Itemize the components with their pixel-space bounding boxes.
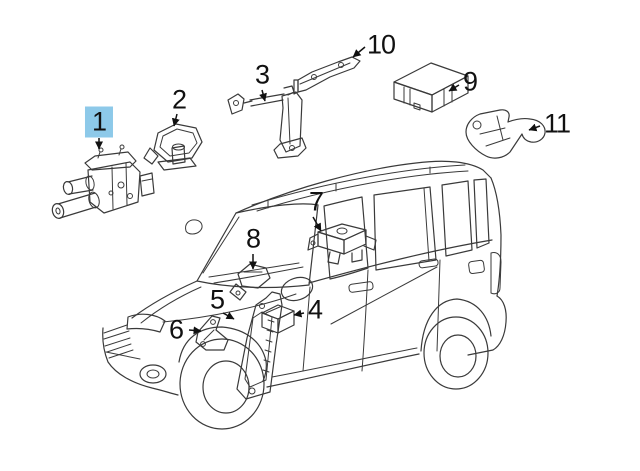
d-pillar-window: [473, 178, 490, 249]
vehicle-line-drawing: [102, 160, 507, 430]
rocker-bottom: [266, 353, 420, 388]
front-wheel-arch: [178, 326, 267, 382]
part-drawing-8-sensor[interactable]: [229, 263, 271, 301]
front-wheel-tire: [179, 338, 265, 430]
headlight: [126, 313, 166, 333]
part-drawing-10-brace[interactable]: [293, 56, 361, 95]
quarter-window: [441, 180, 473, 257]
callout-arrows: [95, 46, 541, 335]
part-drawing-11-protector[interactable]: [465, 109, 546, 159]
rear-bumper: [467, 295, 507, 356]
callout-label-5[interactable]: 5: [209, 284, 225, 315]
front-door-handle: [348, 281, 374, 293]
callout-label-2[interactable]: 2: [171, 84, 187, 115]
fuel-door: [468, 259, 485, 275]
callout-arrow-11: [528, 123, 541, 132]
callout-label-11[interactable]: 11: [543, 108, 571, 139]
part-drawing-3-bracket[interactable]: [227, 85, 307, 159]
hood-edge: [131, 280, 198, 319]
side-mirror: [280, 276, 314, 302]
part-drawing-2-bracket[interactable]: [143, 123, 203, 171]
rear-wheel-rim: [439, 334, 477, 378]
callout-label-6[interactable]: 6: [168, 314, 184, 345]
callout-label-4[interactable]: 4: [307, 294, 323, 325]
roof-rail-outer: [251, 164, 466, 206]
body-crease-line: [330, 266, 438, 325]
front-wheel-rim: [202, 360, 250, 414]
part-drawing-1-actuator[interactable]: [51, 144, 155, 220]
rear-body-edge: [490, 177, 502, 297]
front-fascia-edge: [102, 327, 179, 396]
callout-arrow-2: [171, 113, 180, 127]
wiper-line-1: [208, 262, 300, 278]
hood-seam: [140, 286, 202, 324]
fog-light: [139, 364, 167, 384]
callout-arrow-4: [293, 309, 305, 318]
front-door-seam: [302, 286, 311, 372]
callout-label-1[interactable]: 1: [84, 106, 114, 138]
antenna: [185, 219, 203, 235]
roof-rail-inner: [256, 170, 469, 212]
part-drawing-9-module[interactable]: [393, 62, 469, 113]
callout-label-7[interactable]: 7: [308, 186, 324, 217]
callout-label-9[interactable]: 9: [462, 66, 478, 97]
callout-label-10[interactable]: 10: [366, 29, 396, 60]
bracket-hatching: [262, 319, 275, 373]
callout-arrow-10: [352, 46, 366, 58]
callout-arrow-7: [312, 216, 322, 232]
front-door-window: [323, 196, 369, 280]
callout-label-3[interactable]: 3: [254, 59, 270, 90]
windshield: [196, 203, 319, 289]
tail-light: [490, 252, 502, 295]
part-drawing-4-sensor[interactable]: [261, 304, 295, 334]
rear-wheel-tire: [423, 316, 489, 390]
fog-light-inner: [146, 369, 160, 379]
rear-door-handle: [418, 258, 439, 269]
bumper-line: [105, 351, 141, 360]
wiper-line-2: [213, 266, 304, 284]
mid-door-seam: [361, 269, 369, 372]
rear-window-divider: [423, 187, 430, 262]
callout-arrow-6: [188, 326, 202, 335]
rocker-sill-line: [271, 347, 418, 378]
part-drawing-7-sensor[interactable]: [307, 223, 377, 265]
callout-arrow-5: [222, 311, 235, 320]
callout-arrow-3: [259, 89, 267, 102]
rear-wheel-arch: [420, 298, 492, 352]
callout-arrow-9: [448, 83, 460, 92]
callout-label-8[interactable]: 8: [245, 223, 261, 254]
grille-hatch-lines: [103, 324, 134, 359]
a-pillar-inner-line: [202, 216, 240, 274]
beltline: [308, 239, 493, 284]
roof-line: [235, 160, 492, 214]
part-drawing-6-bracket[interactable]: [195, 315, 229, 351]
fender-crease: [162, 293, 297, 323]
